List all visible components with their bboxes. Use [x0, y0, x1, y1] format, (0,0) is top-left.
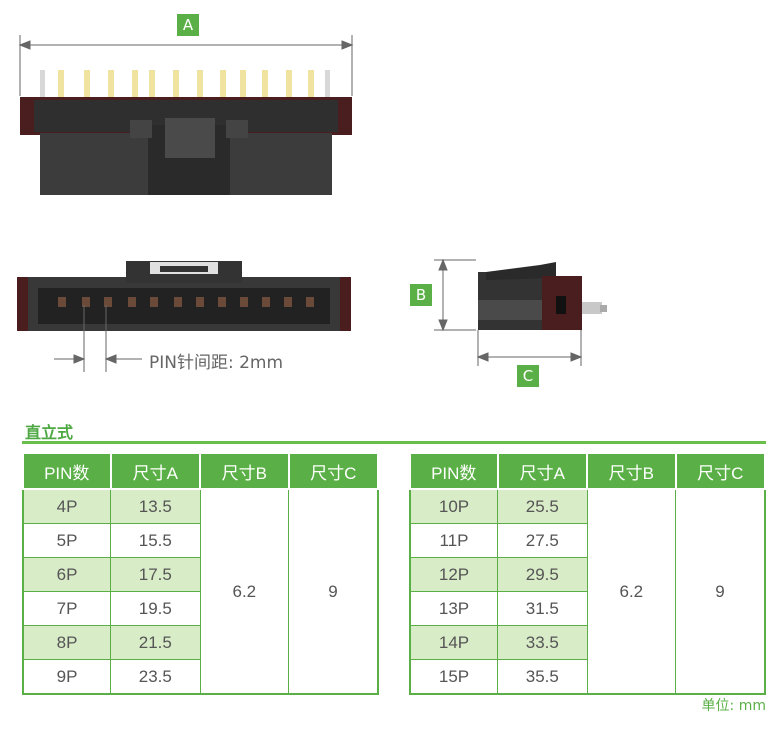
- dimension-a-line: [18, 35, 354, 96]
- connector-side-view: [478, 262, 607, 330]
- table-row: 7P 19.5: [22, 591, 378, 626]
- size-c-cell: 9: [675, 488, 766, 695]
- dimension-b-label: B: [410, 284, 432, 306]
- size-a-cell: 25.5: [497, 488, 588, 524]
- unit-label: 单位: mm: [701, 698, 766, 714]
- pin-cell: 14P: [409, 625, 499, 660]
- dimension-b-line: [434, 258, 476, 332]
- dimension-c-label: C: [517, 365, 539, 387]
- header-size-b: 尺寸B: [199, 452, 290, 490]
- size-c-cell: 9: [288, 488, 379, 695]
- spec-table-left: PIN数 尺寸A 尺寸B 尺寸C 4P 13.5 6.2 9 5P 15.5 6…: [22, 452, 380, 695]
- spec-table-right: PIN数 尺寸A 尺寸B 尺寸C 10P 25.5 6.2 9 11P 27.5…: [409, 452, 767, 695]
- pin-cell: 13P: [409, 591, 499, 626]
- table-row: 4P 13.5 6.2 9: [22, 488, 379, 695]
- size-b-cell: 6.2: [586, 488, 677, 695]
- table-row: 14P 33.5: [409, 625, 765, 660]
- pin-cell: 15P: [409, 659, 499, 695]
- header-size-a: 尺寸A: [496, 452, 589, 490]
- header-pin-count: PIN数: [409, 452, 499, 490]
- size-a-cell: 33.5: [497, 625, 588, 660]
- size-a-cell: 35.5: [497, 659, 588, 695]
- table-row: 11P 27.5: [409, 523, 765, 558]
- table-row: 15P 35.5: [409, 659, 765, 695]
- pin-cell: 11P: [409, 523, 499, 558]
- pitch-dimension: [54, 305, 142, 372]
- table-header-row: PIN数 尺寸A 尺寸B 尺寸C: [409, 452, 767, 490]
- pin-cell: 7P: [22, 591, 112, 626]
- size-a-cell: 23.5: [110, 659, 201, 695]
- dimension-a-label: A: [177, 14, 199, 36]
- pitch-label: PIN针间距: 2mm: [149, 353, 284, 373]
- pin-cell: 4P: [22, 488, 112, 524]
- header-size-b: 尺寸B: [586, 452, 677, 490]
- table-row: 10P 25.5 6.2 9: [409, 488, 766, 695]
- header-size-c: 尺寸C: [287, 452, 380, 490]
- pin-cell: 12P: [409, 557, 499, 592]
- table-row: 5P 15.5: [22, 523, 378, 558]
- section-title: 直立式: [25, 423, 74, 442]
- table-header-row: PIN数 尺寸A 尺寸B 尺寸C: [22, 452, 380, 490]
- header-size-c: 尺寸C: [674, 452, 767, 490]
- pin-cell: 10P: [409, 488, 499, 524]
- header-pin-count: PIN数: [22, 452, 112, 490]
- table-row: 12P 29.5: [409, 557, 765, 592]
- section-divider: [22, 441, 766, 444]
- pin-cell: 6P: [22, 557, 112, 592]
- table-row: 9P 23.5: [22, 659, 378, 695]
- pin-cell: 9P: [22, 659, 112, 695]
- size-a-cell: 29.5: [497, 557, 588, 592]
- pin-cell: 5P: [22, 523, 112, 558]
- size-a-cell: 15.5: [110, 523, 201, 558]
- size-a-cell: 17.5: [110, 557, 201, 592]
- pin-cell: 8P: [22, 625, 112, 660]
- header-size-a: 尺寸A: [109, 452, 202, 490]
- size-a-cell: 21.5: [110, 625, 201, 660]
- size-a-cell: 13.5: [110, 488, 201, 524]
- size-a-cell: 27.5: [497, 523, 588, 558]
- connector-front-view: [17, 261, 351, 331]
- connector-top-view: [17, 35, 607, 372]
- size-a-cell: 19.5: [110, 591, 201, 626]
- size-b-cell: 6.2: [199, 488, 290, 695]
- pins: [40, 70, 330, 98]
- table-row: 8P 21.5: [22, 625, 378, 660]
- table-row: 6P 17.5: [22, 557, 378, 592]
- size-a-cell: 31.5: [497, 591, 588, 626]
- dimension-c-line: [476, 330, 583, 366]
